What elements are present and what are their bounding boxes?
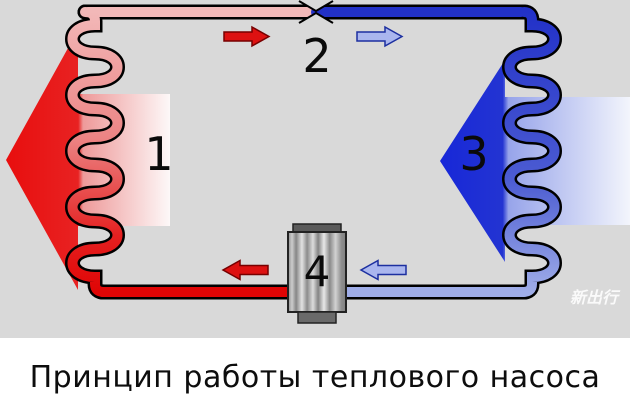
- heat-pump-diagram: 1 2 3 4 新出行: [0, 0, 630, 338]
- expansion-valve: [298, 0, 334, 24]
- flow-arrow-hot-bottom-left-icon: [221, 259, 269, 281]
- expansion-valve-pinch-bottom: [298, 11, 334, 24]
- caption-band: Принцип работы теплового насоса: [0, 338, 630, 417]
- compressor-base: [297, 311, 337, 324]
- expansion-valve-pinch-top: [298, 0, 334, 13]
- condenser-coil: [67, 7, 123, 297]
- label-condenser: 1: [144, 127, 173, 181]
- label-evaporator: 3: [459, 127, 488, 181]
- watermark: 新出行: [570, 288, 621, 307]
- flow-arrow-cold-top-right-icon: [356, 25, 404, 48]
- flow-arrow-hot-top-right-icon: [223, 25, 271, 48]
- diagram-title: Принцип работы теплового насоса: [29, 360, 601, 395]
- refrigerant-lines: [67, 7, 560, 297]
- label-compressor: 4: [304, 247, 331, 296]
- evaporator-coil: [504, 7, 560, 297]
- compressor: [287, 223, 347, 324]
- label-expansion-valve: 2: [302, 29, 331, 83]
- flow-arrow-cold-bottom-left-icon: [359, 259, 407, 281]
- compressor-body: [287, 231, 347, 313]
